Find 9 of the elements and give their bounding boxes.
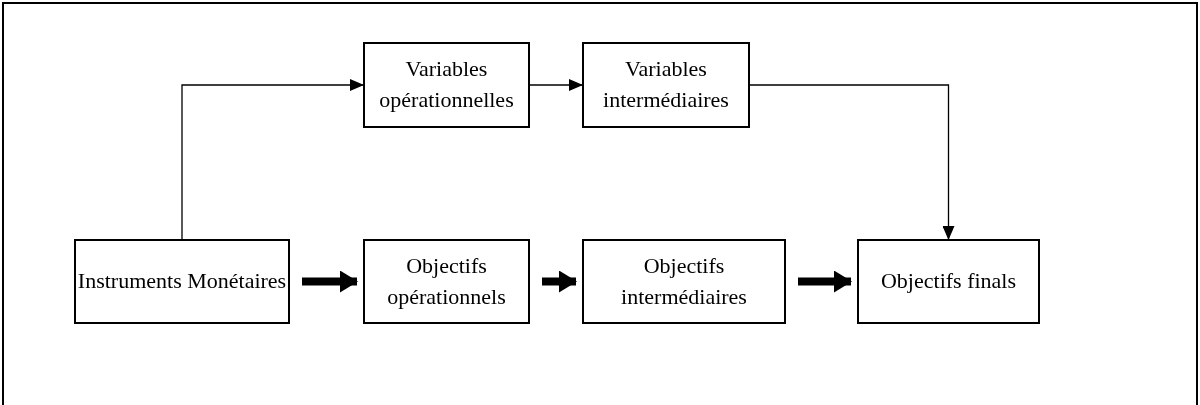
- arrow: [749, 84, 955, 240]
- process-box: Objectifs finals: [857, 239, 1040, 324]
- arrow: [181, 79, 364, 240]
- process-box: Variables intermédiaires: [582, 42, 750, 128]
- process-box: Instruments Monétaires: [74, 239, 290, 324]
- process-box: Objectifs opérationnels: [363, 239, 530, 324]
- arrow: [529, 79, 583, 91]
- process-box: Variables opérationnelles: [363, 42, 530, 128]
- process-box: Objectifs intermédiaires: [582, 239, 786, 324]
